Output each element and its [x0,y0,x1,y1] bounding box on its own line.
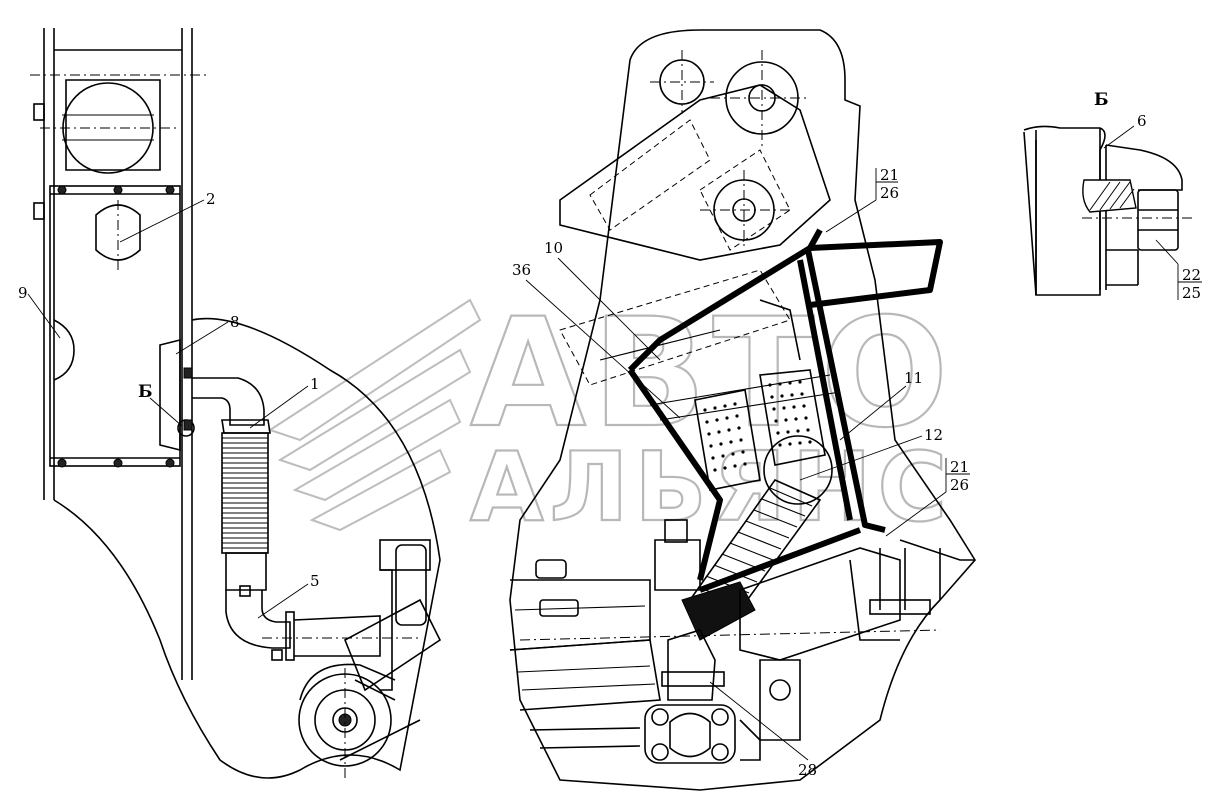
left-view-callouts: 2 9 8 1 5 Б [18,190,320,619]
callout-2: 2 [206,190,216,208]
fraction-upper-bottom: 26 [880,184,899,202]
detail-ref-b: Б [138,382,153,402]
callout-28: 28 [798,761,817,779]
detail-fraction-top: 22 [1182,266,1201,284]
detail-fraction: 22 25 [1155,239,1202,302]
callout-12: 12 [924,426,943,444]
callout-11: 11 [904,369,923,387]
left-view [30,28,442,780]
detail-title: Б [1094,90,1109,110]
callout-9: 9 [18,284,28,302]
detail-view-b: Б 6 22 25 [1023,90,1202,302]
fraction-upper: 21 26 [825,166,899,233]
callout-10: 10 [544,239,563,257]
housing-bolts [57,185,175,468]
engine-block [509,519,975,761]
fraction-lower: 21 26 [885,458,970,537]
center-view-callouts: 10 36 11 12 28 21 26 21 26 [512,166,970,779]
callout-5: 5 [310,572,320,590]
center-view [509,29,976,791]
air-intake-frame [627,228,943,593]
callout-1: 1 [310,375,320,393]
fraction-lower-top: 21 [950,458,969,476]
corrugated-hose-left [221,432,269,554]
intake-flange [644,704,736,764]
fraction-lower-bottom: 26 [950,476,969,494]
watermark: АВТО АЛЬЯНС [267,286,949,544]
watermark-wings [267,298,482,532]
callout-8: 8 [230,313,240,331]
callout-36: 36 [512,261,531,279]
detail-callout-6: 6 [1137,112,1147,130]
fraction-upper-top: 21 [880,166,899,184]
detail-fraction-bottom: 25 [1182,284,1201,302]
